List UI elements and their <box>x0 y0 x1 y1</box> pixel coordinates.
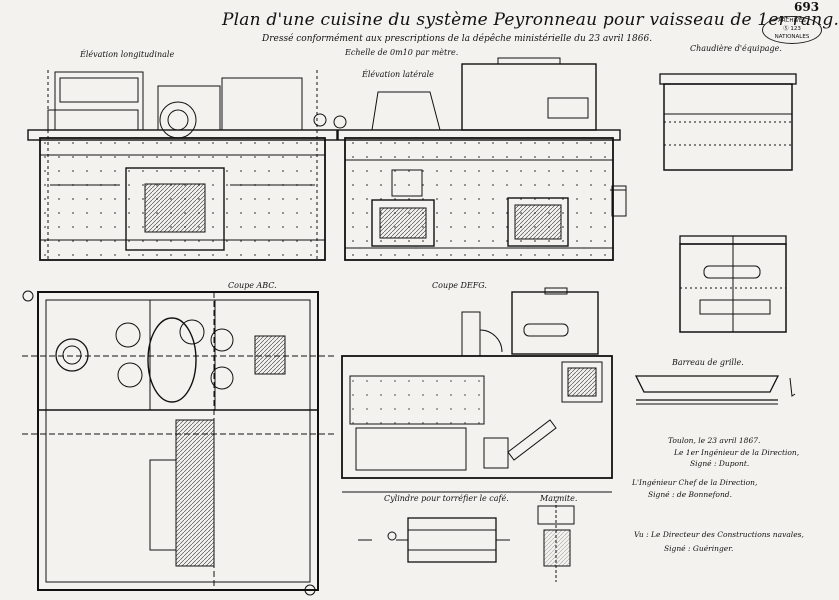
cylindre-drawing <box>358 517 510 563</box>
label-coupe-abc: Coupe ABC. <box>228 281 277 290</box>
label-cylindre: Cylindre pour torréfier le café. <box>384 494 509 503</box>
marmite-drawing <box>537 500 575 582</box>
archives-stamp: ARCHIVES Ⓢ 123 NATIONALES <box>762 16 822 44</box>
stamp-line-3: NATIONALES <box>774 34 810 40</box>
signature-line-6: Signé : Guéringer. <box>664 544 734 553</box>
coupe-abc-drawing <box>22 290 335 596</box>
coupe-defg-drawing <box>341 287 613 493</box>
label-marmite: Marmite. <box>540 494 578 503</box>
stamp-line-1: ARCHIVES <box>778 18 806 24</box>
stamp-line-2: Ⓢ 123 <box>783 26 801 32</box>
chaudiere-drawing <box>659 73 797 333</box>
label-coupe-defg: Coupe DEFG. <box>432 281 487 290</box>
elevation-longitudinale-drawing <box>27 70 347 261</box>
signature-line-1: Le 1er Ingénieur de la Direction, <box>674 448 800 457</box>
elevation-laterale-drawing <box>337 57 627 261</box>
scale-note: Echelle de 0m10 par mètre. <box>345 48 459 57</box>
barreau-drawing <box>634 375 796 405</box>
signature-line-2: Signé : Dupont. <box>690 459 750 468</box>
label-chaudiere: Chaudière d'équipage. <box>690 44 782 53</box>
page-subtitle: Dressé conformément aux prescriptions de… <box>262 34 653 44</box>
signature-line-3: L'Ingénieur Chef de la Direction, <box>632 478 758 487</box>
label-barreau: Barreau de grille. <box>672 358 744 367</box>
label-elevation-laterale: Élévation latérale <box>362 70 434 79</box>
signature-line-4: Signé : de Bonnefond. <box>648 490 732 499</box>
label-elevation-longitudinale: Élévation longitudinale <box>80 50 175 59</box>
signature-date: Toulon, le 23 avril 1867. <box>668 436 761 445</box>
page-title: Plan d'une cuisine du système Peyronneau… <box>222 10 839 30</box>
signature-line-5: Vu : Le Directeur des Constructions nava… <box>634 530 804 539</box>
sheet-number: 693 <box>794 0 820 14</box>
